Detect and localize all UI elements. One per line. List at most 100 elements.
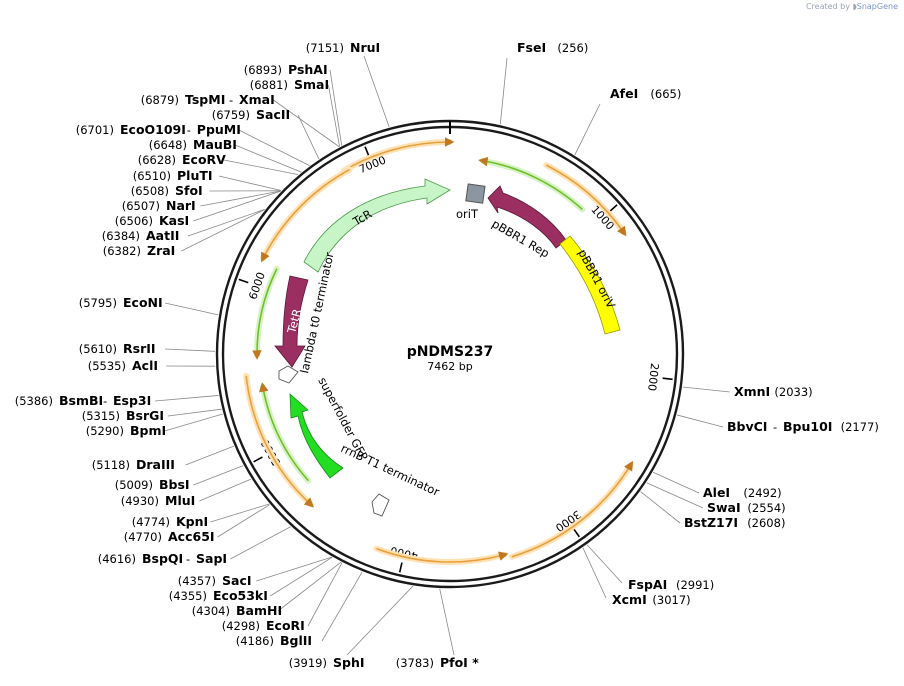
enzyme-site-maubi[interactable]: (6648)MauBI bbox=[149, 137, 302, 173]
enzyme-name: EcoO109I bbox=[120, 122, 186, 137]
enzyme-site-acc65i[interactable]: (4770)Acc65I bbox=[124, 504, 270, 544]
enzyme-site-fsei[interactable]: FseI(256) bbox=[499, 40, 588, 125]
orf-arrow-bottom[interactable] bbox=[376, 547, 509, 563]
enzyme-site-swai[interactable]: SwaI(2554) bbox=[646, 482, 786, 515]
enzyme-name: Eco53kI bbox=[213, 588, 268, 603]
orf-arrow-right-bottom[interactable] bbox=[511, 460, 634, 558]
enzyme-site-kasi[interactable]: (6506)KasI bbox=[115, 190, 281, 228]
enzyme-name: AatII bbox=[146, 228, 179, 243]
enzyme-site-afei[interactable]: AfeI(665) bbox=[574, 86, 682, 156]
enzyme-site-mlui[interactable]: (4930)MluI bbox=[121, 478, 252, 508]
enzyme-site-sacii[interactable]: (6759)SacII bbox=[212, 107, 320, 160]
enzyme-site-aatii[interactable]: (6384)AatII bbox=[102, 208, 265, 243]
enzyme-leader-line bbox=[185, 445, 234, 466]
orf-arrow-left-bottom[interactable] bbox=[245, 375, 314, 508]
enzyme-position: (5610) bbox=[79, 342, 117, 356]
enzyme-site-kpni[interactable]: (4774)KpnI bbox=[132, 503, 270, 529]
enzyme-position: (2608) bbox=[747, 516, 785, 530]
enzyme-site-bpmi[interactable]: (5290)BpmI bbox=[86, 413, 223, 438]
enzyme-site-ecorv[interactable]: (6628)EcoRV bbox=[138, 152, 299, 175]
enzyme-name: SacII bbox=[256, 107, 290, 122]
superfolder-GFP-feature[interactable] bbox=[289, 393, 344, 479]
enzyme-site-bamhi[interactable]: (4304)BamHI bbox=[192, 561, 342, 618]
enzyme-site-saci[interactable]: (4357)SacI bbox=[178, 556, 332, 588]
enzyme-leader-line bbox=[439, 588, 455, 656]
enzyme-site-eco53ki[interactable]: (4355)Eco53kI bbox=[169, 556, 333, 603]
enzyme-site-rsrii[interactable]: (5610) RsrII bbox=[79, 341, 216, 356]
enzyme-site-bsrgi[interactable]: (5315)BsrGI bbox=[82, 408, 222, 423]
primer-arrow-left[interactable] bbox=[252, 268, 278, 360]
enzyme-site-nrui[interactable]: (7151)NruI bbox=[306, 40, 390, 128]
enzyme-name: SmaI bbox=[294, 77, 329, 92]
enzyme-position: (6382) bbox=[103, 244, 141, 258]
primer-arrow-rep[interactable] bbox=[478, 156, 583, 210]
TetR-feature[interactable] bbox=[274, 275, 309, 368]
orf-arrow-top[interactable] bbox=[343, 137, 455, 172]
enzyme-position: (6507) bbox=[122, 199, 160, 213]
enzyme-leader-line bbox=[200, 190, 281, 207]
enzyme-name: DraIII bbox=[136, 457, 175, 472]
TcR-feature[interactable] bbox=[303, 178, 451, 273]
enzyme-leader-line bbox=[574, 103, 601, 156]
enzyme-leader-line bbox=[297, 114, 320, 160]
enzyme-site-sphi[interactable]: (3919)SphI bbox=[289, 585, 414, 670]
enzyme-site-econi[interactable]: (5795)EcoNI bbox=[79, 295, 219, 316]
enzyme-position: (5535) bbox=[88, 359, 126, 373]
enzyme-site-draiii[interactable]: (5118)DraIII bbox=[92, 445, 234, 472]
enzyme-site-sfoi[interactable]: (6508)SfoI bbox=[131, 183, 281, 198]
enzyme-site-smai[interactable]: (6881) SmaI bbox=[250, 77, 340, 147]
feature-label-rrnB-T1: rrnB T1 terminator bbox=[339, 441, 442, 499]
enzyme-site-bsmbi[interactable]: (5386)BsmBI-Esp3I bbox=[15, 393, 219, 408]
orf-arrow-left-top[interactable] bbox=[261, 168, 350, 263]
enzyme-position: (665) bbox=[650, 87, 681, 101]
enzyme-alt-name: XmaI bbox=[239, 92, 275, 107]
restriction-sites: (7151)NruI(6893)PshAI(6881)SmaI(6879)Tsp… bbox=[15, 40, 879, 670]
enzyme-position: (5795) bbox=[79, 296, 117, 310]
enzyme-position: (2492) bbox=[743, 486, 781, 500]
enzyme-site-pfoi[interactable]: (3783) PfoI * bbox=[396, 588, 479, 670]
enzyme-position: (3783) bbox=[396, 656, 434, 670]
enzyme-site-fspai[interactable]: FspAI(2991) bbox=[586, 544, 714, 592]
enzyme-site-ecoo109i[interactable]: (6701)EcoO109I-PpuMI bbox=[76, 122, 310, 166]
enzyme-site-alei[interactable]: AleI(2492) bbox=[652, 471, 782, 500]
enzyme-name: PfoI * bbox=[440, 655, 479, 670]
enzyme-leader-line bbox=[328, 84, 340, 147]
enzyme-leader-line bbox=[164, 348, 216, 352]
primer-arrow-gfp[interactable] bbox=[258, 382, 309, 482]
enzyme-site-acli[interactable]: (5535)AclI bbox=[88, 358, 216, 373]
enzyme-site-bstz17i[interactable]: BstZ17I(2608) bbox=[640, 491, 786, 530]
enzyme-name: RsrII bbox=[123, 341, 156, 356]
enzyme-site-bbvci[interactable]: BbvCI-Bpu10I(2177) bbox=[676, 414, 879, 434]
enzyme-site-bspqi[interactable]: (4616)BspQI-SapI bbox=[98, 526, 291, 566]
credit-brand: SnapGene bbox=[856, 2, 898, 11]
lambda-t0-terminator-feature[interactable] bbox=[278, 365, 299, 384]
enzyme-site-pluti[interactable]: (6510)PluTI bbox=[133, 168, 282, 191]
enzyme-name: NarI bbox=[166, 198, 196, 213]
enzyme-leader-line bbox=[217, 504, 270, 538]
snapgene-logo-icon: ◗ bbox=[852, 2, 857, 11]
rrnB-T1-terminator-feature[interactable] bbox=[371, 493, 390, 517]
enzyme-name: FseI bbox=[517, 40, 546, 55]
enzyme-site-nari[interactable]: (6507) NarI bbox=[122, 190, 281, 213]
orf-arrow-right-top[interactable] bbox=[545, 164, 627, 237]
pBBR1-oriV-feature[interactable] bbox=[559, 235, 621, 335]
enzyme-site-bbsi[interactable]: (5009)BbsI bbox=[115, 465, 244, 492]
tick-mark bbox=[662, 377, 673, 381]
enzyme-position: (4304) bbox=[192, 604, 230, 618]
oriT-feature[interactable] bbox=[465, 183, 486, 204]
enzyme-site-bglii[interactable]: (4186)BglII bbox=[236, 571, 363, 648]
enzyme-site-zrai[interactable]: (6382)ZraI bbox=[103, 209, 265, 258]
enzyme-site-xmni[interactable]: XmnI(2033) bbox=[682, 384, 813, 399]
enzyme-site-pshai[interactable]: (6893)PshAI bbox=[244, 62, 343, 146]
enzyme-site-ecori[interactable]: (4298)EcoRI bbox=[222, 562, 343, 633]
enzyme-position: (6506) bbox=[115, 214, 153, 228]
enzyme-separator: - bbox=[186, 552, 190, 566]
enzyme-position: (6881) bbox=[250, 78, 288, 92]
enzyme-separator: - bbox=[103, 394, 107, 408]
enzyme-position: (6628) bbox=[138, 153, 176, 167]
enzyme-name: TspMI bbox=[185, 92, 225, 107]
enzyme-site-xcmi[interactable]: XcmI(3017) bbox=[582, 547, 691, 607]
enzyme-separator: - bbox=[187, 123, 191, 137]
enzyme-leader-line bbox=[223, 159, 299, 175]
enzyme-site-tspmi[interactable]: (6879)TspMI-XmaI bbox=[141, 92, 340, 148]
